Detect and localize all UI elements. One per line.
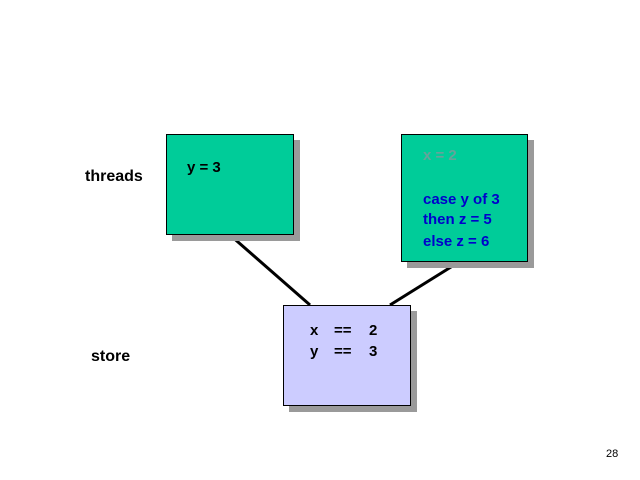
store-variable: x	[310, 322, 319, 339]
threads-label: threads	[85, 168, 143, 185]
thread-right-executed-statement: x = 2	[423, 147, 457, 164]
store-binding-row: x == 2	[310, 320, 377, 341]
thread-right-then-line: then z = 5	[423, 211, 492, 228]
store-value: 2	[369, 322, 378, 339]
connector-right-thread-to-store	[389, 260, 460, 307]
thread-right-case-line: case y of 3	[423, 191, 500, 208]
connector-left-thread-to-store	[229, 233, 311, 307]
thread-right-else-line: else z = 6	[423, 233, 490, 250]
store-operator: ==	[334, 322, 352, 339]
store-operator: ==	[334, 343, 352, 360]
thread-box-left: y = 3	[166, 134, 294, 235]
store-label: store	[91, 348, 131, 365]
store-value: 3	[369, 343, 378, 360]
thread-left-statement: y = 3	[187, 159, 221, 176]
store-bindings: x == 2 y == 3	[310, 320, 377, 362]
store-box: x == 2 y == 3	[283, 305, 411, 406]
page-number: 28	[606, 448, 619, 460]
store-variable: y	[310, 343, 319, 360]
store-binding-row: y == 3	[310, 341, 377, 362]
thread-box-right: x = 2 case y of 3 then z = 5 else z = 6	[401, 134, 528, 262]
